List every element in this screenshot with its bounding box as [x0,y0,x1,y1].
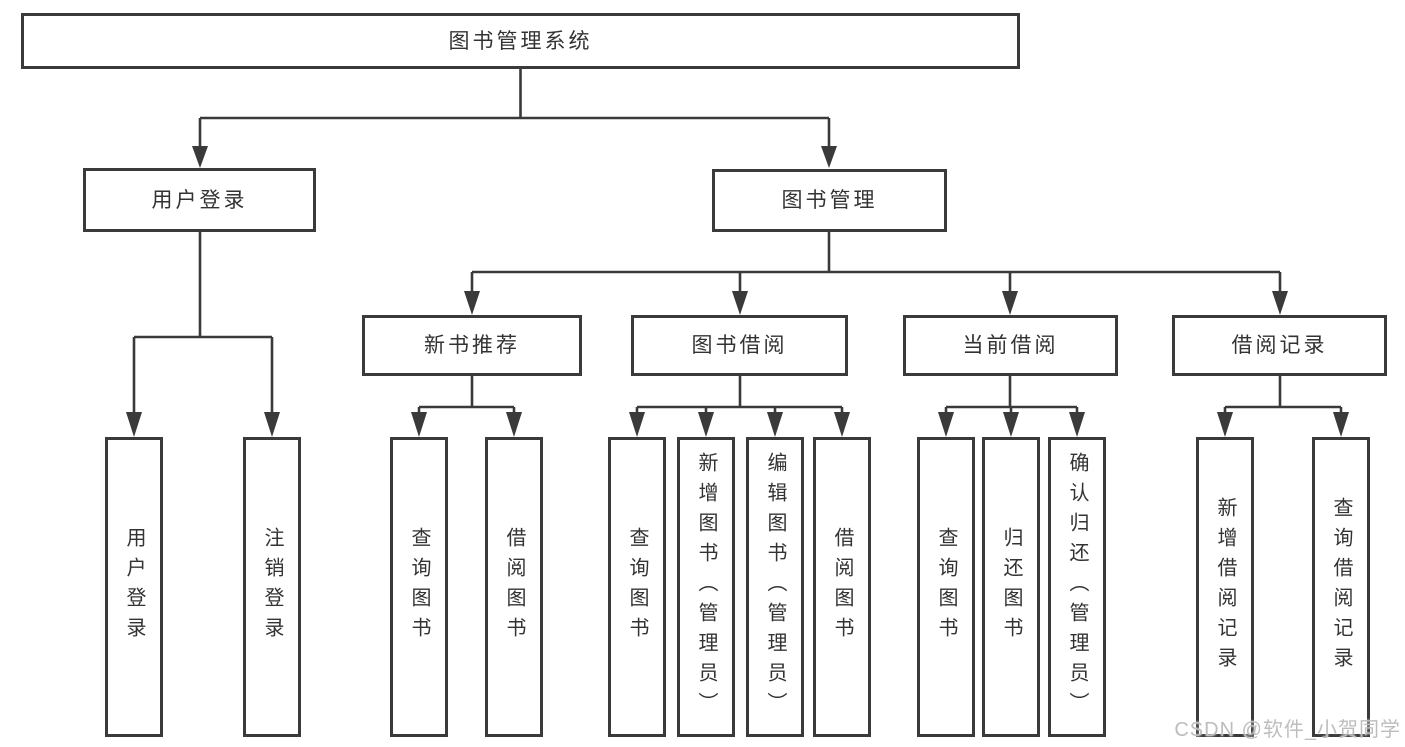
leaf-user-login: 用户登录 [105,437,163,737]
connector-borrow-records-to-leaves [1217,376,1349,437]
connector-book-borrow-to-leaves [629,376,850,437]
node-root-system: 图书管理系统 [21,13,1020,69]
leaf-add-borrow-record: 新增借阅记录 [1196,437,1254,737]
leaf-query-books-recommend: 查询图书 [390,437,448,737]
node-book-borrow: 图书借阅 [631,315,848,376]
leaf-query-borrow-record-label: 查询借阅记录 [1330,497,1352,677]
connector-new-book-recommend-to-leaves [411,376,522,437]
connector-book-management-to-level3 [464,232,1288,315]
leaf-query-books-recommend-label: 查询图书 [408,527,430,647]
leaf-query-books-borrow: 查询图书 [608,437,666,737]
leaf-add-book-admin-label: 新增图书（管理员） [695,452,717,722]
leaf-borrow-books-recommend: 借阅图书 [485,437,543,737]
leaf-add-book-admin: 新增图书（管理员） [677,437,735,737]
connector-user-login-to-leaves [126,232,280,437]
leaf-query-borrow-record: 查询借阅记录 [1312,437,1370,737]
leaf-logout-label: 注销登录 [261,527,283,647]
leaf-query-books-current: 查询图书 [917,437,975,737]
leaf-confirm-return-admin-label: 确认归还（管理员） [1066,452,1088,722]
leaf-borrow-books-borrow: 借阅图书 [813,437,871,737]
leaf-user-login-label: 用户登录 [123,527,145,647]
leaf-return-books: 归还图书 [982,437,1040,737]
csdn-watermark: CSDN @软件_小贺同学 [1174,719,1401,741]
leaf-query-books-borrow-label: 查询图书 [626,527,648,647]
leaf-logout: 注销登录 [243,437,301,737]
leaf-borrow-books-recommend-label: 借阅图书 [503,527,525,647]
leaf-borrow-books-borrow-label: 借阅图书 [831,527,853,647]
node-borrow-records: 借阅记录 [1172,315,1387,376]
connector-root-to-level2 [192,69,837,168]
leaf-confirm-return-admin: 确认归还（管理员） [1048,437,1106,737]
leaf-edit-book-admin: 编辑图书（管理员） [746,437,804,737]
node-current-borrow: 当前借阅 [903,315,1118,376]
leaf-add-borrow-record-label: 新增借阅记录 [1214,497,1236,677]
node-new-book-recommend: 新书推荐 [362,315,582,376]
node-user-login: 用户登录 [83,168,316,232]
leaf-return-books-label: 归还图书 [1000,527,1022,647]
node-book-management: 图书管理 [712,169,947,232]
connector-current-borrow-to-leaves [938,376,1085,437]
leaf-edit-book-admin-label: 编辑图书（管理员） [764,452,786,722]
leaf-query-books-current-label: 查询图书 [935,527,957,647]
